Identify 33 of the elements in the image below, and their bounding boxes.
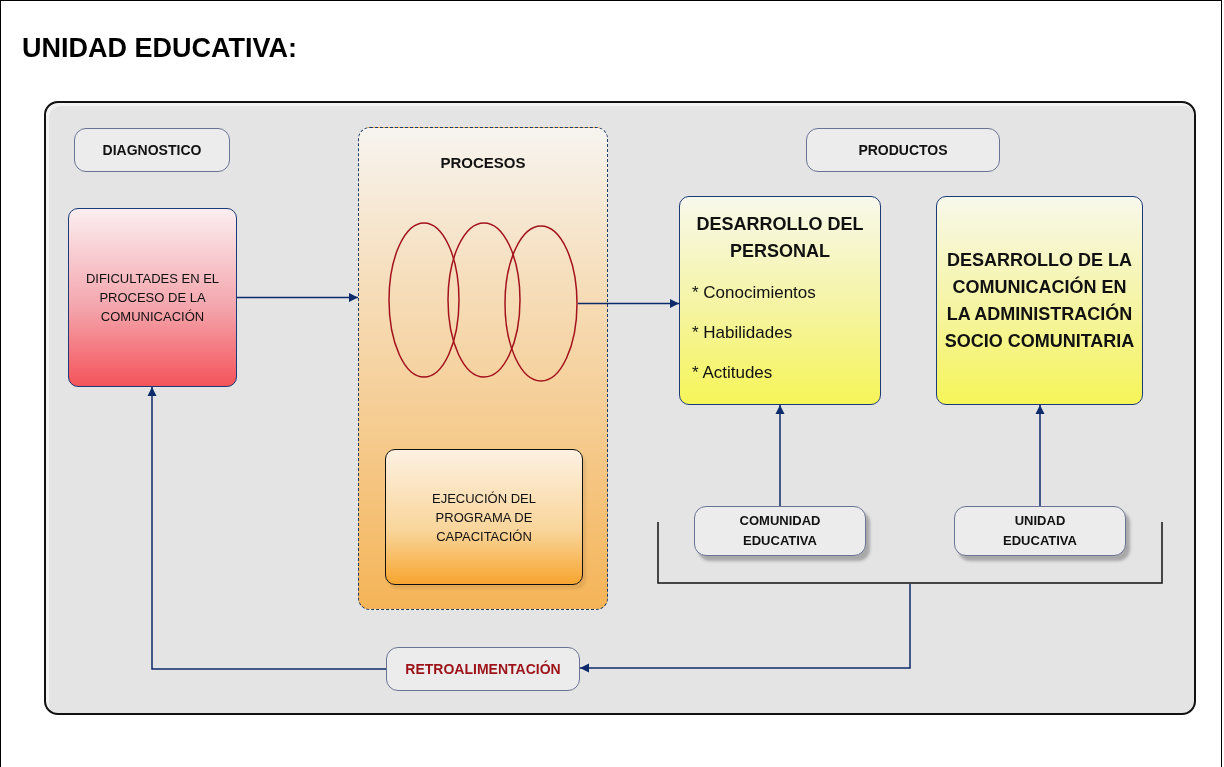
loop-ellipse [388, 222, 460, 378]
process-box [68, 208, 237, 387]
box-text: DESARROLLO DE LA COMUNICACIÓN EN LA ADMINISTRACIÓN SOCIO COMUNITARIA [943, 248, 1136, 353]
section-label [74, 128, 230, 172]
box-text: EJECUCIÓN DEL PROGRAMA DE CAPACITACIÓN [431, 489, 537, 546]
result-box [679, 196, 881, 405]
list-item: * Actitudes [692, 362, 773, 384]
loop-ellipse [447, 222, 521, 378]
box-text: DIFICULTADES EN EL PROCESO DE LA COMUNICACIÓN [84, 270, 221, 326]
box-text: DIAGNOSTICO [102, 142, 202, 158]
list-item: * Habilidades [692, 322, 793, 344]
arrow [147, 386, 387, 670]
arrow [577, 299, 680, 308]
box-text: RETROALIMENTACIÓN [405, 661, 561, 677]
diagram-title: UNIDAD EDUCATIVA: [22, 33, 297, 64]
loop-ellipse [504, 225, 578, 382]
box-text: UNIDAD EDUCATIVA [1002, 512, 1078, 550]
list-item: * Conocimientos [692, 282, 816, 304]
box-heading: DESARROLLO DEL PERSONAL [695, 213, 865, 263]
process-group [358, 127, 608, 610]
feedback-box [386, 647, 580, 691]
result-box [936, 196, 1143, 405]
arrow [579, 583, 911, 673]
arrow [1035, 404, 1045, 507]
arrow [775, 404, 785, 507]
box-text: COMUNIDAD EDUCATIVA [738, 512, 822, 550]
actor-box [954, 506, 1126, 556]
section-label [806, 128, 1000, 172]
group-heading: PROCESOS [440, 154, 526, 171]
process-box [385, 449, 583, 585]
arrow [236, 293, 359, 302]
box-text: PRODUCTOS [858, 142, 948, 158]
actor-box [694, 506, 866, 556]
